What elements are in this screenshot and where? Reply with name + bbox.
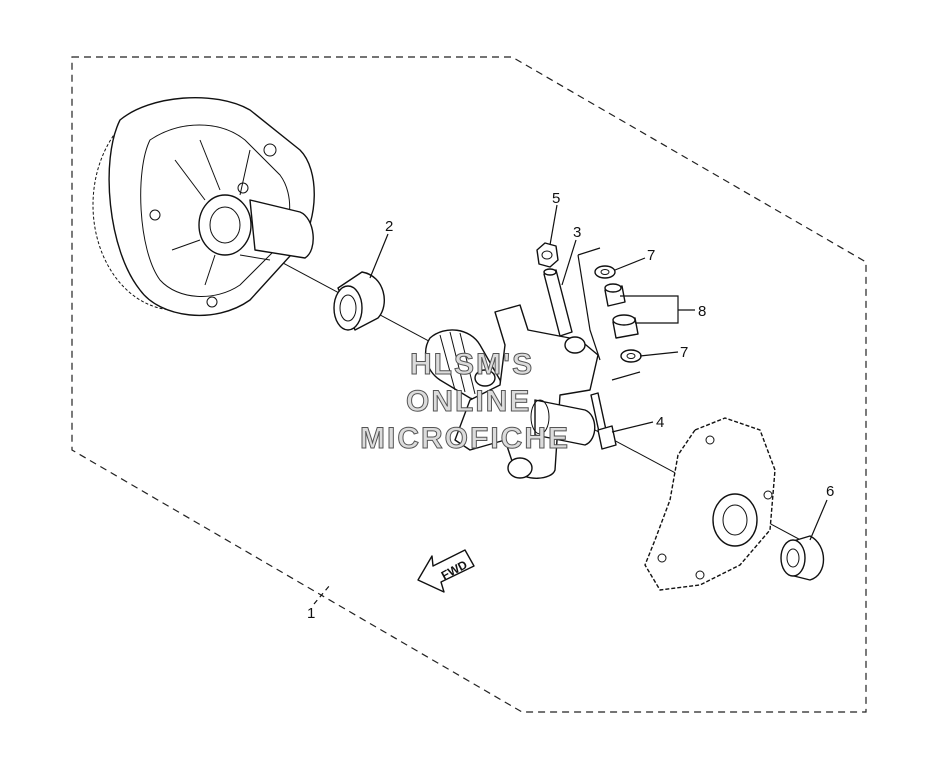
watermark-line-3: MICROFICHE bbox=[360, 422, 570, 455]
assembly-boundary bbox=[71, 56, 867, 713]
part-8-roller-upper bbox=[604, 283, 626, 307]
fwd-direction-arrow: FWD bbox=[417, 549, 475, 593]
part-2-collar bbox=[333, 271, 385, 331]
callout-5: 5 bbox=[552, 190, 560, 207]
watermark-line-2: ONLINE bbox=[406, 385, 531, 418]
leader-3 bbox=[561, 239, 577, 286]
callout-1: 1 bbox=[307, 605, 315, 622]
part-3-pin bbox=[543, 268, 573, 337]
leader-4 bbox=[611, 421, 654, 433]
callout-2: 2 bbox=[385, 218, 393, 235]
leader-5 bbox=[549, 204, 558, 246]
leader-6 bbox=[809, 499, 828, 541]
primary-sheave bbox=[92, 97, 315, 317]
part-5-nut bbox=[536, 242, 559, 268]
watermark: HLSM'S ONLINE MICROFICHE bbox=[360, 348, 570, 456]
callout-8: 8 bbox=[698, 303, 706, 320]
leader-8 bbox=[620, 295, 695, 324]
callout-4: 4 bbox=[656, 414, 664, 431]
part-8-roller-lower bbox=[612, 314, 639, 339]
callout-7-upper: 7 bbox=[647, 247, 655, 264]
leader-7-lower bbox=[639, 351, 679, 357]
leader-1 bbox=[313, 584, 331, 605]
part-6-bushing bbox=[780, 535, 825, 581]
parts-stack-bracket bbox=[577, 247, 641, 381]
part-7-washer-lower bbox=[620, 349, 642, 363]
watermark-line-1: HLSM'S bbox=[410, 348, 534, 381]
part-4-bolt bbox=[590, 392, 617, 450]
spider-assembly bbox=[424, 304, 599, 479]
callout-6: 6 bbox=[826, 483, 834, 500]
callout-3: 3 bbox=[573, 224, 581, 241]
cover-plate bbox=[644, 417, 776, 591]
leader-7-upper bbox=[614, 257, 646, 271]
leader-2 bbox=[369, 233, 389, 279]
callout-7-lower: 7 bbox=[680, 344, 688, 361]
part-7-washer-upper bbox=[594, 265, 616, 279]
